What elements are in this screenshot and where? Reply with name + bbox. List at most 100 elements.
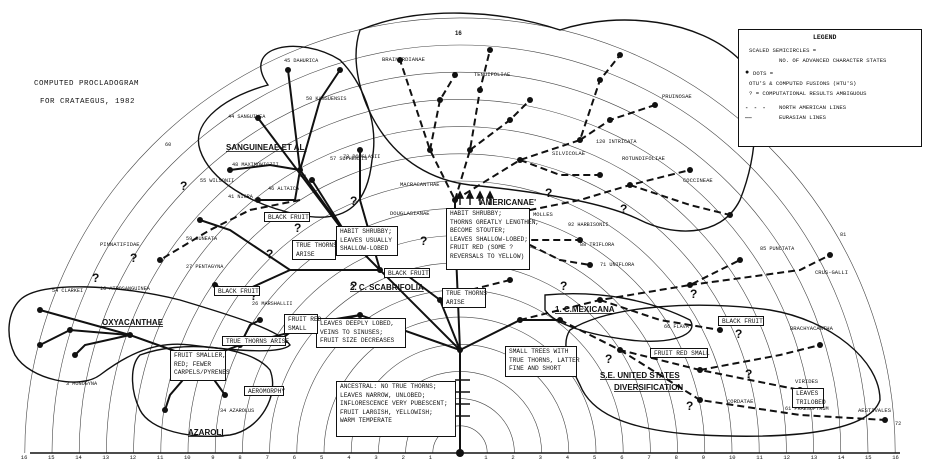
taxon-label: 46 ALTAICA: [268, 186, 300, 192]
group-mexicana: 1. C.MEXICANA: [555, 305, 615, 314]
otu-dot: [827, 252, 833, 258]
otu-dot: [222, 392, 228, 398]
otu-dot: [597, 172, 603, 178]
otu-dot: [487, 47, 493, 53]
legend-question: ? = COMPUTATIONAL RESULTS AMBIGUOUS: [749, 90, 867, 97]
scale-left-label: 12: [130, 454, 137, 460]
group-brainerdianae: BRAINERDIANAE: [382, 56, 426, 63]
scale-left-label: 5: [320, 454, 323, 460]
taxon-label: 34 AZAROLUS: [220, 408, 254, 414]
taxon-label: 85 PUNCTATA: [760, 246, 795, 252]
otu-dot: [257, 317, 263, 323]
group-brachyacantha: BRACHYACANTHA: [790, 325, 834, 332]
otu-dot: [397, 57, 403, 63]
otu-dot: [285, 67, 291, 73]
title-line-2: FOR CRATAEGUS, 1982: [40, 98, 136, 106]
scale-left-label: 1: [429, 454, 433, 460]
question-mark-icon: ?: [266, 247, 273, 261]
scale-left-label: 16: [21, 454, 28, 460]
otu-dot: [437, 97, 443, 103]
scale-left-label: 2: [402, 454, 405, 460]
question-mark-icon: ?: [180, 179, 187, 193]
taxon-label: 27 PENTAGYNA: [186, 264, 224, 270]
taxon-label: 3 MONOGYNA: [66, 381, 98, 387]
otu-dot: [587, 262, 593, 268]
box-black-fruit-3: BLACK FRUIT: [384, 268, 430, 278]
otu-dot: [727, 212, 733, 218]
otu-dot: [72, 352, 78, 358]
group-diversification: DIVERSIFICATION: [614, 383, 683, 392]
box-leaves-trilobed: LEAVES TRILOBED: [792, 388, 826, 408]
taxon-label: 54 CLARKEI: [52, 288, 83, 294]
otu-dot: [607, 117, 613, 123]
question-mark-icon: ?: [605, 352, 612, 366]
scale-left-label: 13: [102, 454, 109, 460]
group-sanguineae: SANGUINEAE ET AL.: [226, 143, 307, 152]
otu-dot: [597, 297, 603, 303]
taxon-label: 43: [300, 174, 306, 180]
otu-dot: [627, 182, 633, 188]
box-true-thorns-3: TRUE THORNS ARISE: [222, 336, 289, 346]
taxon-label: 61 PHAENOPYRUM: [785, 406, 829, 412]
taxon-label: 88 TRIFLORA: [580, 242, 615, 248]
taxon-label: 41 NIGRA: [228, 194, 254, 200]
box-black-fruit-4: BLACK FRUIT: [718, 316, 764, 326]
otu-dot: [737, 257, 743, 263]
otu-dot: [255, 197, 261, 203]
box-fruit-red-small: FRUIT RED SMALL: [650, 348, 710, 358]
otu-dot: [617, 52, 623, 58]
taxon-label: 44 SANGUINEA: [228, 114, 266, 120]
taxon-label: 50 KANSUENSIS: [306, 96, 346, 102]
taxon-label: 57 SUPHENSIS: [330, 156, 367, 162]
group-azaroli: AZAROLI: [188, 428, 224, 437]
group-coccineae: COCCINEAE: [683, 177, 713, 184]
otu-dot: [467, 147, 473, 153]
question-mark-icon: ?: [420, 234, 427, 248]
semicircle-16: [24, 17, 896, 454]
otu-dot: [517, 157, 523, 163]
legend-box: LEGEND SCALED SEMICIRCLES = NO. OF ADVAN…: [738, 29, 922, 147]
otu-dot: [557, 317, 563, 323]
scale-right-label: 2: [511, 454, 514, 460]
group-silvicolae: SILVICOLAE: [552, 150, 586, 157]
legend-semicircles-desc: NO. OF ADVANCED CHARACTER STATES: [779, 57, 887, 64]
title-line-1: COMPUTED PROCLADOGRAM: [34, 80, 140, 88]
group-macracanthae: MACRACANTHAE: [400, 181, 440, 188]
question-mark-icon: ?: [130, 251, 137, 265]
otu-dot: [427, 147, 433, 153]
question-mark-icon: ?: [560, 279, 567, 293]
taxon-label: 120 INTRICATA: [596, 139, 637, 145]
group-virides: VIRIDES: [795, 378, 819, 385]
north-american-lines: [159, 49, 886, 421]
semicircle-14: [78, 71, 842, 454]
otu-dot: [452, 197, 458, 203]
question-mark-icon: ?: [92, 271, 99, 285]
question-mark-icon: ?: [545, 186, 552, 200]
scale-left-label: 15: [48, 454, 55, 460]
box-fruit-red-q: FRUIT RED SMALL: [284, 314, 321, 334]
otu-dot: [255, 115, 261, 121]
scale-left-label: 3: [374, 454, 377, 460]
box-aeromorphy: AEROMORPHY: [244, 386, 285, 396]
box-fruit-smaller: FRUIT SMALLER, RED; FEWER CARPELS/PYRENE…: [170, 350, 230, 381]
otu-dot: [157, 257, 163, 263]
otu-dot: [309, 177, 315, 183]
otu-dot: [37, 307, 43, 313]
question-mark-icon: ?: [690, 287, 697, 301]
scale-right-label: 15: [865, 454, 872, 460]
group-cordatae: CORDATAE: [727, 398, 754, 405]
question-mark-icon: ?: [294, 221, 301, 235]
scale-right-label: 4: [566, 454, 570, 460]
otu-dot: [652, 102, 658, 108]
scale-left-label: 7: [266, 454, 269, 460]
otu-dot: [617, 347, 623, 353]
taxon-label: 72: [895, 421, 901, 427]
otu-dot: [517, 317, 523, 323]
question-mark-icon: ?: [250, 289, 257, 303]
semicircle-11: [160, 153, 760, 454]
scale-right-label: 16: [892, 454, 899, 460]
taxon-label: 48 MAXIMOWICZII: [232, 162, 279, 168]
